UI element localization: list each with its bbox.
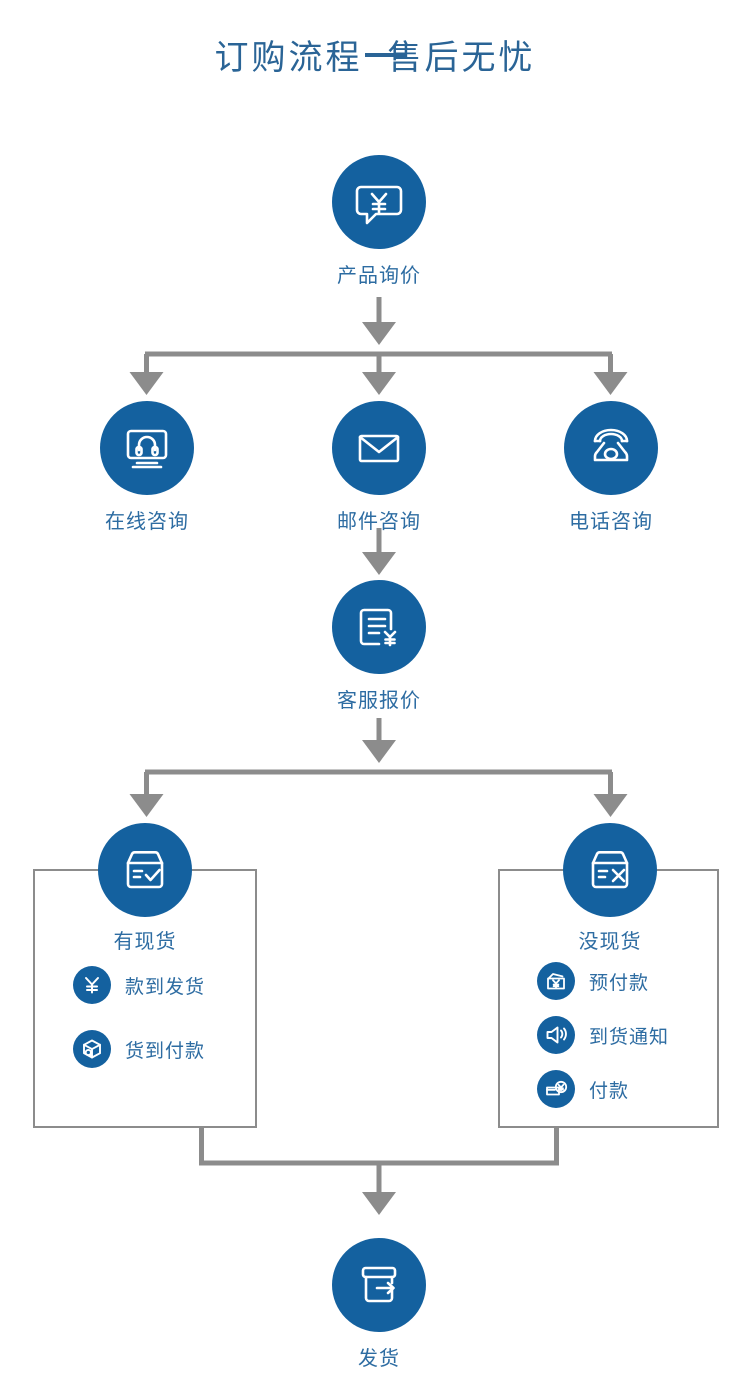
telephone-icon: [564, 401, 658, 495]
list-item-label: 款到发货: [125, 976, 206, 998]
envelope-icon: [332, 401, 426, 495]
node-email-consult[interactable]: 邮件咨询: [299, 401, 459, 534]
box-arrow-out-icon: [332, 1238, 426, 1332]
node-product-inquiry[interactable]: 产品询价: [299, 155, 459, 288]
node-service-quote[interactable]: 客服报价: [299, 580, 459, 713]
title-underline-accent: [365, 53, 407, 57]
list-item[interactable]: 到货通知: [537, 1016, 727, 1054]
page-title: 订购流程 售后无忧: [214, 39, 536, 77]
box-x-icon: [563, 823, 657, 917]
node-phone-consult[interactable]: 电话咨询: [531, 401, 691, 534]
node-label: 电话咨询: [569, 511, 653, 533]
node-label: 在线咨询: [105, 511, 189, 533]
page-title-block: 订购流程 售后无忧: [0, 38, 750, 79]
box-check-icon: [98, 823, 192, 917]
node-online-consult[interactable]: 在线咨询: [67, 401, 227, 534]
speech-bubble-yen-icon: [332, 155, 426, 249]
node-label: 有现货: [113, 931, 177, 953]
in-stock-options: 款到发货 货到付款: [73, 966, 263, 1082]
node-out-of-stock[interactable]: 没现货: [530, 823, 690, 954]
list-item-label: 到货通知: [589, 1026, 670, 1048]
list-item[interactable]: 付款: [537, 1070, 727, 1108]
list-item-label: 付款: [589, 1080, 630, 1102]
card-yen-icon: [537, 1070, 575, 1108]
megaphone-icon: [537, 1016, 575, 1054]
node-label: 客服报价: [337, 690, 421, 712]
document-yen-icon: [332, 580, 426, 674]
list-item[interactable]: 货到付款: [73, 1030, 263, 1068]
node-label: 产品询价: [337, 265, 421, 287]
monitor-headset-icon: [100, 401, 194, 495]
list-item-label: 预付款: [589, 972, 650, 994]
node-label: 发货: [358, 1348, 400, 1370]
list-item-label: 货到付款: [125, 1040, 206, 1062]
node-shipping[interactable]: 发货: [299, 1238, 459, 1371]
node-in-stock[interactable]: 有现货: [65, 823, 225, 954]
package-icon: [73, 1030, 111, 1068]
node-label: 邮件咨询: [337, 511, 421, 533]
wallet-yen-icon: [537, 962, 575, 1000]
node-label: 没现货: [578, 931, 642, 953]
list-item[interactable]: 预付款: [537, 962, 727, 1000]
out-of-stock-options: 预付款 到货通知: [537, 962, 727, 1122]
yen-circle-icon: [73, 966, 111, 1004]
list-item[interactable]: 款到发货: [73, 966, 263, 1004]
